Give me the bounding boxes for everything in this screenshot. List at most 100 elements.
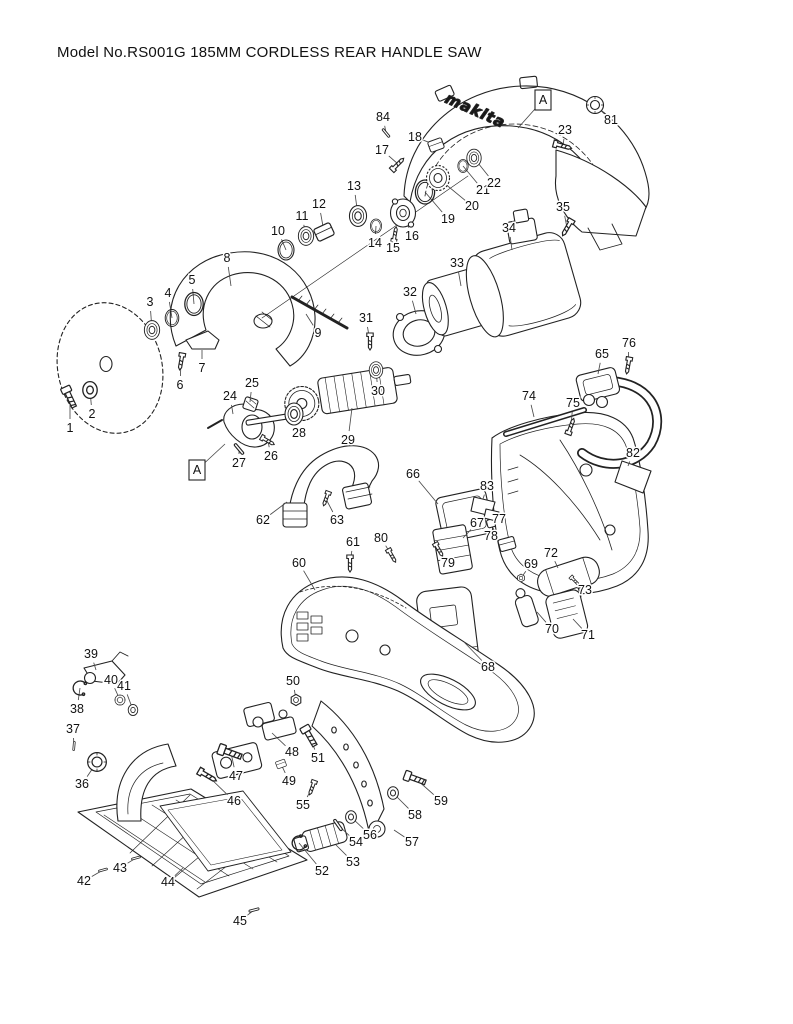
part-81-knob-glyph: [585, 95, 605, 115]
part-63-screw-glyph: [320, 489, 332, 508]
part-48-leader-line: [271, 732, 286, 747]
part-number-9: 9: [315, 326, 322, 340]
part-number-71: 71: [581, 628, 595, 642]
part-12-block-glyph: [312, 221, 336, 243]
depth-guide-arc: [311, 700, 386, 838]
part-62-leader-line: [269, 501, 288, 515]
view-marker-label-0: A: [539, 93, 548, 107]
part-number-19: 19: [441, 212, 455, 226]
part-number-31: 31: [359, 311, 373, 325]
blade-case-upper: makita: [403, 75, 650, 251]
part-number-37: 37: [66, 722, 80, 736]
part-66-leader-line: [418, 480, 439, 505]
part-number-46: 46: [227, 794, 241, 808]
part-40-knob-glyph: [114, 694, 126, 706]
part-number-18: 18: [408, 130, 422, 144]
part-number-42: 42: [77, 874, 91, 888]
part-number-58: 58: [408, 808, 422, 822]
part-28-bearing-glyph: [284, 402, 304, 426]
part-52-leader-line: [298, 842, 317, 865]
part-number-41: 41: [117, 679, 131, 693]
part-35-screw-glyph: [558, 217, 576, 238]
terminal-block: [432, 524, 473, 575]
part-65-leader-line: [597, 362, 601, 375]
part-number-11: 11: [296, 209, 309, 223]
part-number-13: 13: [347, 179, 361, 193]
part-34-leader-line: [509, 236, 513, 251]
part-number-45: 45: [233, 914, 247, 928]
part-1-bolt-glyph: [59, 384, 80, 410]
part-number-35: 35: [556, 200, 570, 214]
drive-spindle-rod: [290, 295, 349, 330]
part-number-1: 1: [67, 421, 74, 435]
clamp-lever: [293, 821, 348, 853]
motor-housing: [465, 208, 582, 338]
part-number-20: 20: [465, 199, 479, 213]
part-number-72: 72: [544, 546, 558, 560]
part-20-gear-glyph: [425, 164, 451, 192]
part-number-61: 61: [346, 535, 360, 549]
part-83-leader-line: [482, 494, 485, 500]
part-57-leader-line: [393, 829, 405, 838]
part-number-69: 69: [524, 557, 538, 571]
part-80-screw-glyph: [384, 547, 399, 565]
part-53-leader-line: [335, 844, 347, 856]
part-61-screw-glyph: [346, 554, 354, 573]
part-5-leader-line: [192, 288, 195, 305]
view-marker-label-1: A: [193, 463, 202, 477]
part-31-screw-glyph: [366, 332, 374, 351]
part-24-leader-line: [231, 404, 234, 415]
part-number-75: 75: [566, 396, 580, 410]
part-number-16: 16: [405, 229, 419, 243]
part-55-screw-glyph: [306, 778, 318, 797]
part-number-7: 7: [199, 361, 206, 375]
part-38-leader-line: [77, 687, 81, 701]
part-56-washer-glyph: [345, 810, 357, 824]
part-number-5: 5: [189, 273, 196, 287]
part-number-50: 50: [286, 674, 300, 688]
part-9-leader-line: [305, 313, 314, 326]
part-22-bearing-glyph: [466, 148, 482, 168]
part-number-68: 68: [481, 660, 495, 674]
part-number-21: 21: [476, 183, 490, 197]
part-number-24: 24: [223, 389, 237, 403]
part-8-leader-line: [227, 266, 232, 287]
view-marker-box-0: [534, 89, 552, 111]
part-74-leader-line: [530, 404, 535, 418]
part-number-70: 70: [545, 622, 559, 636]
housing-left: [280, 576, 535, 743]
part-32-leader-line: [411, 300, 417, 315]
blade-guard-inner: [169, 175, 469, 367]
part-59-bolt-glyph: [402, 769, 428, 788]
part-number-34: 34: [502, 221, 516, 235]
part-44-leader-line: [174, 867, 184, 877]
part-50-nut-glyph: [290, 693, 302, 707]
part-number-15: 15: [386, 241, 400, 255]
front-pivot-plate: [116, 743, 177, 822]
part-number-2: 2: [89, 407, 96, 421]
part-76-screw-glyph: [622, 356, 634, 375]
part-number-51: 51: [311, 751, 325, 765]
part-number-62: 62: [256, 513, 270, 527]
part-number-78: 78: [484, 529, 498, 543]
part-number-8: 8: [224, 251, 231, 265]
part-29-leader-line: [348, 407, 353, 432]
part-number-77: 77: [492, 512, 506, 526]
part-number-28: 28: [292, 426, 306, 440]
part-number-40: 40: [104, 673, 118, 687]
view-marker-box-1: [188, 459, 206, 481]
part-number-29: 29: [341, 433, 355, 447]
part-number-14: 14: [368, 236, 382, 250]
part-number-83: 83: [480, 479, 494, 493]
part-number-47: 47: [229, 769, 243, 783]
part-number-6: 6: [177, 378, 184, 392]
part-number-59: 59: [434, 794, 448, 808]
lock-off-lever: [514, 588, 539, 628]
part-3-bearing-glyph: [143, 320, 161, 340]
nameplate: [614, 460, 652, 494]
lock-lever: [185, 330, 220, 350]
part-11-bearing-glyph: [297, 226, 315, 246]
part-60-leader-line: [303, 570, 316, 591]
part-number-17: 17: [375, 143, 389, 157]
part-69-nut-glyph: [517, 573, 525, 583]
